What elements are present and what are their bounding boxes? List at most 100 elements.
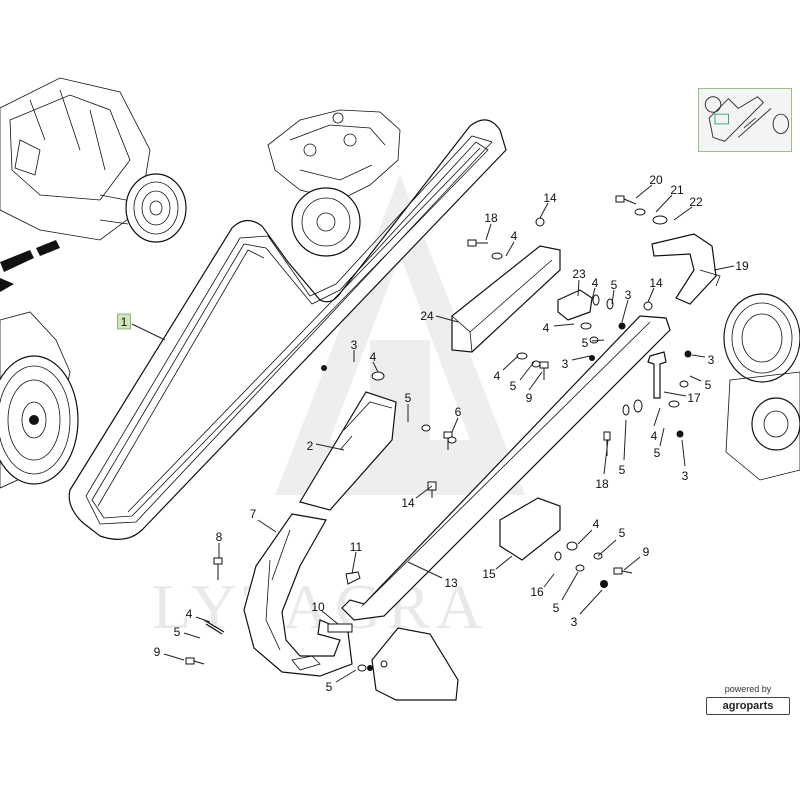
callout-9[interactable]: 9 (154, 645, 185, 661)
callout-4[interactable]: 4 (186, 607, 211, 623)
guard-19[interactable] (651, 233, 721, 305)
callout-18[interactable]: 18 (595, 439, 609, 491)
callout-23[interactable]: 23 (572, 267, 586, 297)
callout-4[interactable]: 4 (543, 321, 575, 335)
callout-5[interactable]: 5 (582, 336, 605, 350)
callout-3[interactable]: 3 (351, 338, 358, 362)
callout-3[interactable]: 3 (691, 353, 715, 367)
diagram-thumbnail[interactable] (698, 88, 792, 152)
callout-5[interactable]: 5 (510, 361, 535, 393)
callout-4[interactable]: 4 (505, 229, 518, 257)
callout-number: 14 (401, 496, 415, 510)
callout-6[interactable]: 6 (451, 405, 462, 433)
lower-shield-part[interactable] (371, 627, 459, 701)
callout-number: 5 (405, 391, 412, 405)
callout-19[interactable]: 19 (713, 259, 749, 273)
callout-5[interactable]: 5 (619, 419, 627, 477)
callout-18[interactable]: 18 (484, 211, 498, 241)
callout-4[interactable]: 4 (494, 355, 519, 383)
callout-14[interactable]: 14 (401, 485, 433, 510)
callout-number: 23 (572, 267, 586, 281)
callout-leader-line (653, 407, 661, 427)
callout-number: 3 (625, 288, 632, 302)
bracket-2[interactable] (299, 391, 397, 511)
drive-belt[interactable] (68, 119, 507, 540)
callout-14[interactable]: 14 (647, 276, 663, 303)
callout-7[interactable]: 7 (250, 507, 277, 533)
callout-4[interactable]: 4 (651, 407, 661, 443)
callout-number: 3 (562, 357, 569, 371)
callout-number: 3 (682, 469, 689, 483)
callout-3[interactable]: 3 (681, 439, 689, 483)
callout-17[interactable]: 17 (663, 391, 701, 405)
callout-number: 4 (186, 607, 193, 621)
callout-leader-line (611, 289, 615, 305)
callout-number: 5 (611, 278, 618, 292)
guide-rail-13[interactable] (341, 315, 671, 621)
callout-number: 4 (593, 517, 600, 531)
callout-5[interactable]: 5 (174, 625, 201, 639)
cover-plate-15[interactable] (499, 497, 561, 561)
callout-9[interactable]: 9 (623, 545, 650, 571)
bracket-17[interactable] (647, 351, 667, 399)
left-lower-pulley (0, 311, 79, 489)
callout-3[interactable]: 3 (571, 589, 603, 629)
callout-number: 3 (571, 615, 578, 629)
callout-3[interactable]: 3 (562, 355, 591, 371)
callout-5[interactable]: 5 (597, 526, 626, 557)
callout-10[interactable]: 10 (311, 600, 339, 625)
callout-number: 9 (154, 645, 161, 659)
callout-leader-line (577, 529, 593, 545)
callout-number: 18 (595, 477, 609, 491)
callout-number: 19 (735, 259, 749, 273)
curved-shield-7[interactable] (243, 513, 353, 677)
callout-leader-line (673, 206, 693, 221)
callout-number: 13 (444, 576, 458, 590)
callout-4[interactable]: 4 (370, 350, 379, 373)
left-upper-machine (0, 77, 187, 243)
callout-leader-line (505, 241, 515, 257)
callout-3[interactable]: 3 (621, 288, 632, 323)
callout-21[interactable]: 21 (655, 183, 684, 213)
callout-22[interactable]: 22 (673, 195, 703, 221)
callout-leader-line (597, 539, 617, 557)
callout-5[interactable]: 5 (654, 427, 665, 460)
callout-leader-line (315, 443, 345, 451)
callout-leader-line (543, 573, 555, 588)
powered-by-badge[interactable]: powered by agroparts (706, 684, 790, 715)
callout-leader-line (528, 371, 543, 391)
callout-24[interactable]: 24 (420, 309, 459, 323)
callout-number: 24 (420, 309, 434, 323)
callout-13[interactable]: 13 (407, 561, 458, 590)
watermark-text: LYTAGRA (152, 571, 488, 642)
callout-8[interactable]: 8 (216, 530, 223, 558)
callout-4[interactable]: 4 (577, 517, 600, 545)
callout-leader-line (591, 287, 596, 301)
callout-11[interactable]: 11 (350, 540, 363, 575)
callout-5[interactable]: 5 (553, 571, 579, 615)
callout-1[interactable]: 1 (117, 313, 166, 341)
callout-leader-line (577, 279, 580, 297)
callout-5[interactable]: 5 (326, 669, 357, 694)
callout-leader-line (681, 439, 686, 467)
callout-5[interactable]: 5 (405, 391, 412, 422)
callout-leader-line (435, 315, 459, 323)
callout-leader-line (485, 223, 492, 241)
bracket-23[interactable] (557, 289, 593, 321)
bracket-24[interactable] (451, 245, 561, 353)
callout-number: 5 (619, 526, 626, 540)
callout-5[interactable]: 5 (611, 278, 618, 305)
callout-14[interactable]: 14 (539, 191, 557, 219)
callout-20[interactable]: 20 (635, 173, 663, 199)
callout-number: 14 (543, 191, 557, 205)
callout-leader-line (539, 202, 549, 219)
callout-4[interactable]: 4 (591, 276, 599, 301)
callout-15[interactable]: 15 (482, 555, 513, 581)
callout-leader-line (351, 551, 357, 575)
callout-9[interactable]: 9 (526, 371, 543, 405)
callout-16[interactable]: 16 (530, 573, 555, 599)
callout-2[interactable]: 2 (307, 439, 345, 453)
callout-number: 16 (530, 585, 544, 599)
callout-5[interactable]: 5 (689, 375, 712, 392)
